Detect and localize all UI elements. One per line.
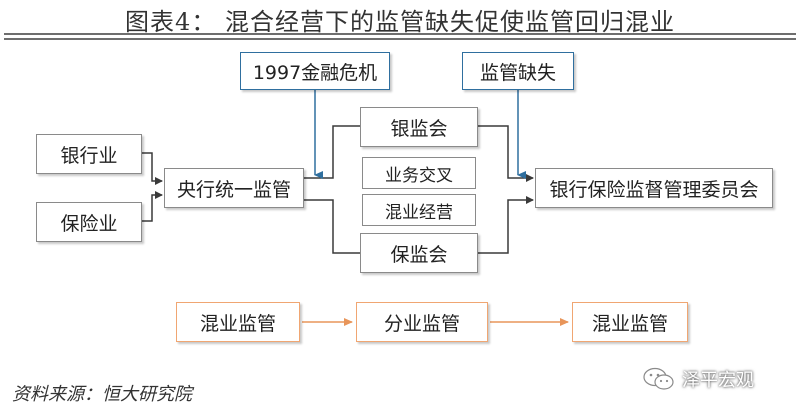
node-insurance: 保险业 (36, 202, 142, 242)
timeline-stage-2: 分业监管 (356, 302, 488, 342)
source-note: 资料来源：恒大研究院 (12, 384, 192, 405)
title-rule-top (4, 33, 796, 35)
watermark: 泽平宏观 (642, 366, 754, 392)
node-cbrc: 银监会 (360, 107, 478, 147)
diagram-title: 图表4： 混合经营下的监管缺失促使监管回归混业 (125, 8, 675, 36)
node-central: 央行统一监管 (164, 168, 304, 208)
node-mixed-ops: 混业经营 (362, 194, 476, 226)
link-central-circ (304, 199, 360, 254)
node-circ: 保监会 (360, 233, 478, 273)
timeline-stage-1: 混业监管 (176, 302, 300, 342)
node-cross: 业务交叉 (362, 157, 476, 189)
node-regulator: 银行保险监督管理委员会 (535, 168, 773, 208)
node-banking: 银行业 (36, 134, 142, 174)
link-banking-central (142, 152, 163, 185)
title-rule-bottom (4, 38, 796, 40)
watermark-text: 泽平宏观 (682, 370, 754, 391)
link-insurance-central (142, 191, 163, 222)
wechat-icon (643, 367, 674, 390)
node-crisis: 1997金融危机 (240, 52, 390, 90)
link-central-cbrc (304, 125, 360, 179)
timeline-stage-3: 混业监管 (572, 302, 688, 342)
link-cbrc-regulator (478, 125, 534, 182)
link-circ-regulator (478, 196, 534, 254)
node-gap: 监管缺失 (462, 52, 574, 90)
